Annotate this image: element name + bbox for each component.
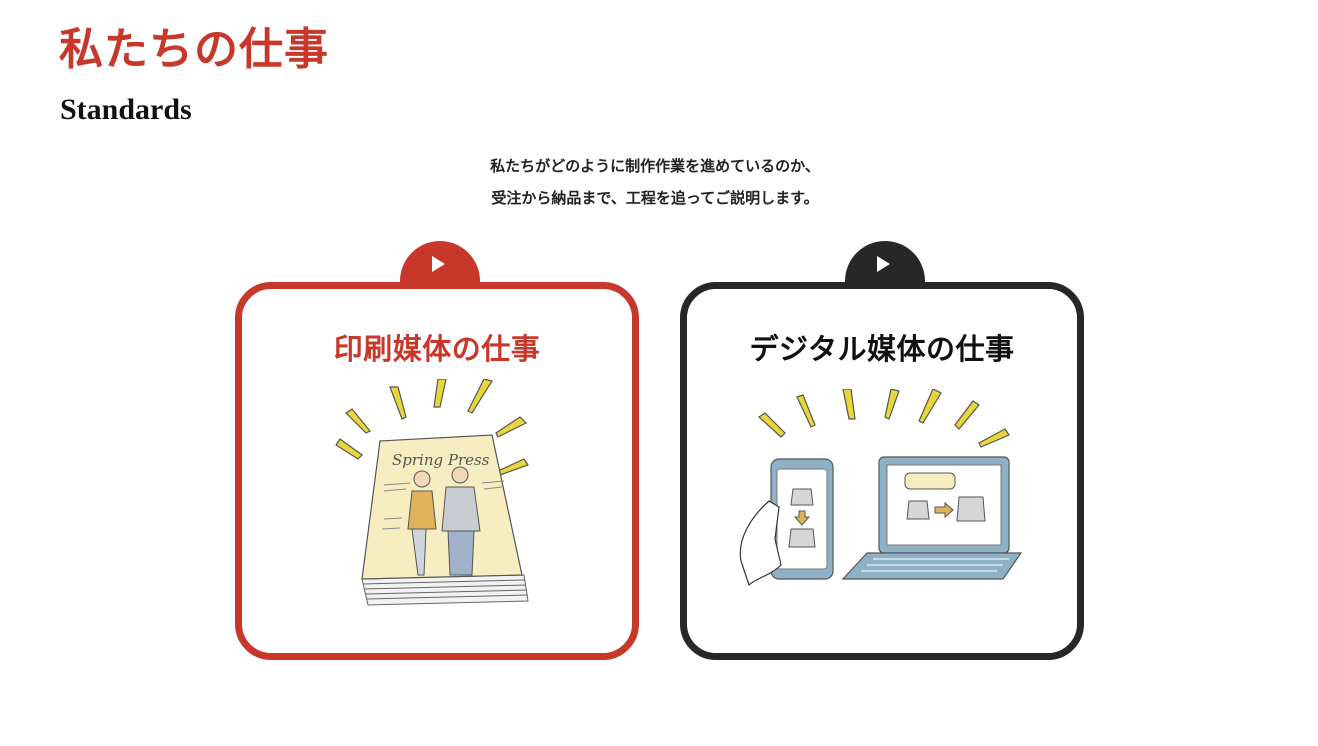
digital-card-title: デジタル媒体の仕事 xyxy=(749,332,1015,366)
print-card-body: 印刷媒体の仕事 Spring Press xyxy=(242,289,632,653)
print-card-title: 印刷媒体の仕事 xyxy=(333,332,541,366)
digital-media-card[interactable]: デジタル媒体の仕事 xyxy=(680,241,1084,660)
devices-illustration xyxy=(739,389,1023,587)
magazine-illustration: Spring Press xyxy=(335,379,529,606)
intro-line-1: 私たちがどのように制作作業を進めているのか、 xyxy=(490,157,820,175)
play-icon[interactable] xyxy=(877,256,890,272)
page-title: 私たちの仕事 xyxy=(59,24,329,75)
print-media-card[interactable]: 印刷媒体の仕事 Spring Press xyxy=(235,241,639,660)
intro-line-2: 受注から納品まで、工程を追ってご説明します。 xyxy=(491,189,819,207)
play-icon[interactable] xyxy=(432,256,445,272)
magazine-title-text: Spring Press xyxy=(392,451,490,469)
intro-text: 私たちがどのように制作作業を進めているのか、 受注から納品まで、工程を追ってご説… xyxy=(0,150,1310,214)
digital-card-body: デジタル媒体の仕事 xyxy=(687,289,1077,653)
page-subtitle: Standards xyxy=(60,93,192,126)
